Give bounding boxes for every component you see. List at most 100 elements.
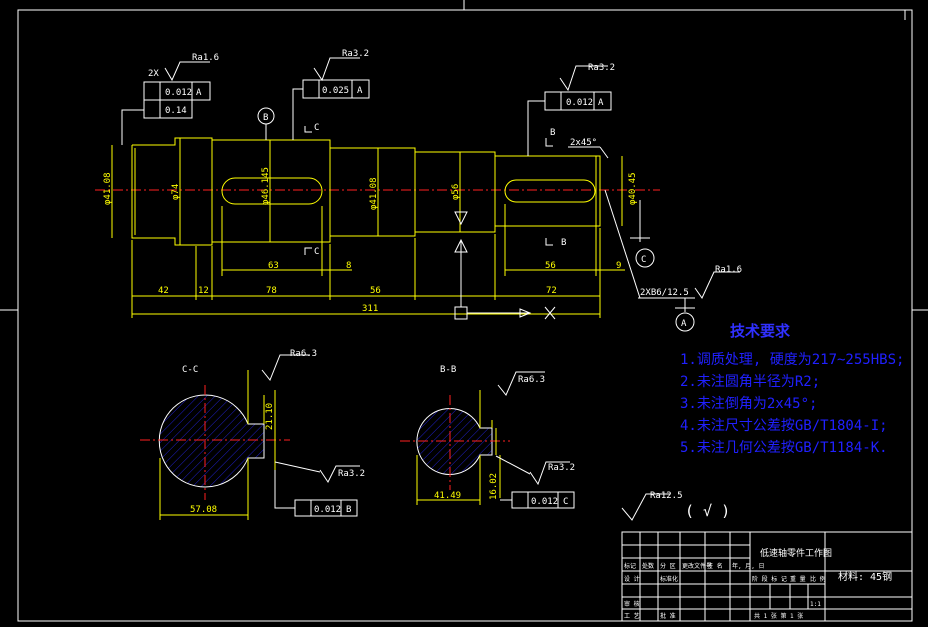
dim-l8: 8 [346,261,351,271]
shaft-outline [131,137,601,246]
material: 材料: 45钢 [838,570,892,583]
dim-l42: 42 [158,286,169,296]
svg-text:标记: 标记 [624,562,636,570]
svg-text:C-C: C-C [182,365,198,375]
svg-text:更改文件号: 更改文件号 [682,562,712,570]
length-dims: 42 12 78 56 72 311 63 8 56 9 [131,204,625,318]
dim-d4: φ41.08 [369,177,379,210]
svg-text:年, 月, 日: 年, 月, 日 [732,562,764,570]
svg-text:A: A [598,98,604,108]
dim-d3: φ46.145 [261,167,271,205]
dim-l311: 311 [362,304,378,314]
svg-text:设 计: 设 计 [624,575,640,583]
technical-requirements: 技术要求 1.调质处理, 硬度为217~255HBS; 2.未注圆角半径为R2;… [680,322,904,456]
svg-text:批 准: 批 准 [660,612,676,620]
requirement-item-5: 5.未注几何公差按GB/T1184-K. [680,440,888,456]
svg-text:B: B [263,113,268,123]
svg-text:1:1: 1:1 [810,601,821,608]
requirement-item-3: 3.未注倒角为2x45°; [680,396,817,412]
svg-text:Ra3.2: Ra3.2 [588,63,615,73]
datum-c: C [630,200,655,268]
svg-text:2X: 2X [148,69,159,79]
svg-text:处数: 处数 [642,562,654,570]
projection-symbol [454,211,556,320]
svg-text:A: A [681,319,687,329]
dim-l9: 9 [616,261,621,271]
svg-text:Ra3.2: Ra3.2 [342,49,369,59]
svg-text:41.49: 41.49 [434,491,461,501]
dim-l12: 12 [198,286,209,296]
svg-text:签 名: 签 名 [707,562,723,570]
section-mark-c: C C [304,123,319,257]
requirements-title: 技术要求 [730,322,791,340]
svg-text:B: B [561,238,566,248]
svg-text:重 量: 重 量 [790,575,806,583]
dim-l63: 63 [268,261,279,271]
tolerance-frame-3: Ra3.2 0.012 A [527,63,615,156]
svg-text:Ra3.2: Ra3.2 [548,463,575,473]
datum-b: B [257,107,275,140]
svg-text:2x45°: 2x45° [570,138,597,148]
svg-text:0.012: 0.012 [566,98,593,108]
svg-text:Ra6.3: Ra6.3 [290,349,317,359]
drawing-frame [17,9,913,622]
svg-text:Ra1.6: Ra1.6 [192,53,219,63]
svg-text:比 例: 比 例 [810,575,826,583]
tolerance-frame-2: Ra3.2 0.025 A [292,49,370,140]
svg-text:Ra6.3: Ra6.3 [518,375,545,385]
svg-text:C: C [314,123,319,133]
thread-note: 2XB6/12.5 Ra1.6 A [604,189,742,332]
frame-corner-tr [904,9,912,20]
section-mark-b: B B [545,128,566,248]
requirement-item-2: 2.未注圆角半径为R2; [680,374,820,390]
svg-text:Ra1.6: Ra1.6 [715,265,742,275]
requirement-item-4: 4.未注尺寸公差按GB/T1804-I; [680,418,888,434]
diameter-dims: φ41.08 φ74 φ46.145 φ41.08 φ56 φ40.45 [103,138,638,245]
chamfer-note: 2x45° [568,138,609,159]
keyway-right [504,179,596,203]
svg-text:B: B [550,128,555,138]
part-name: 低速轴零件工作图 [760,547,832,559]
svg-text:A: A [196,88,202,98]
svg-text:0.025: 0.025 [322,86,349,96]
svg-text:B: B [346,505,351,515]
dim-d6: φ40.45 [628,172,638,205]
svg-text:分 区: 分 区 [660,562,676,570]
svg-text:0.012: 0.012 [314,505,341,515]
svg-text:A: A [357,86,363,96]
svg-text:共 1 张 第 1 张: 共 1 张 第 1 张 [754,612,803,620]
general-roughness: Ra12.5 ( √ ) [621,491,730,521]
svg-text:16.02: 16.02 [489,473,499,500]
svg-text:0.012: 0.012 [165,88,192,98]
keyway-left [221,177,323,205]
svg-text:( √ ): ( √ ) [685,502,730,520]
svg-text:C: C [563,497,568,507]
dim-l78: 78 [266,286,277,296]
svg-text:57.08: 57.08 [190,505,217,515]
svg-text:标准化: 标准化 [660,575,678,583]
svg-text:B-B: B-B [440,365,456,375]
requirement-item-1: 1.调质处理, 硬度为217~255HBS; [680,352,904,368]
tolerance-frame-1: 2X Ra1.6 0.012 A 0.14 [121,53,219,145]
dim-l72: 72 [546,286,557,296]
dim-d2: φ74 [171,184,181,200]
svg-text:审 核: 审 核 [624,600,640,608]
svg-text:21.10: 21.10 [265,403,275,430]
dim-l56a: 56 [370,286,381,296]
svg-text:C: C [314,247,319,257]
svg-text:阶 段 标 记: 阶 段 标 记 [752,575,787,583]
svg-text:2XB6/12.5: 2XB6/12.5 [640,288,689,298]
title-block: 低速轴零件工作图 材料: 45钢 标记 处数 分 区 更改文件号 签 名 年, … [621,531,913,622]
svg-text:工 艺: 工 艺 [624,612,640,620]
section-cc: C-C 21.10 Ra6.3 57.08 0.012 B Ra3.2 [140,349,365,520]
svg-text:Ra3.2: Ra3.2 [338,469,365,479]
svg-text:C: C [641,255,646,265]
section-bb: B-B Ra6.3 41.49 16.02 0.012 C Ra3.2 [400,365,575,509]
dim-d1: φ41.08 [103,172,113,205]
dim-d5: φ56 [451,184,461,200]
svg-text:0.14: 0.14 [165,106,187,116]
svg-text:Ra12.5: Ra12.5 [650,491,683,501]
dim-l56b: 56 [545,261,556,271]
svg-text:0.012: 0.012 [531,497,558,507]
